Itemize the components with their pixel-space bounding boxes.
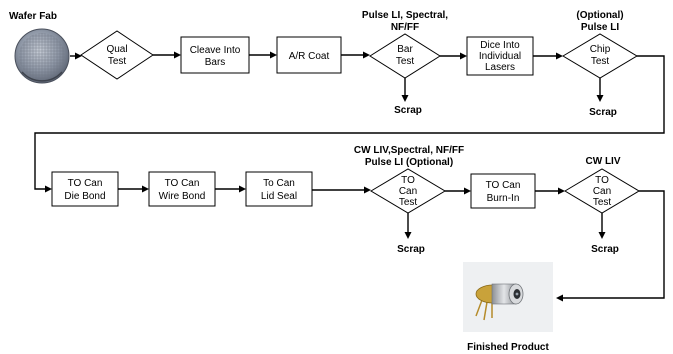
row2-connectors [118,185,665,302]
can-test2-annotation: CW LIV [586,156,621,167]
dice-line1: Dice Into [480,40,520,51]
chip-test-annotation-line1: (Optional) [576,10,623,21]
ar-coat-step: A/R Coat [276,36,342,74]
bar-test-scrap-label: Scrap [394,105,422,116]
die-bond-step: TO Can Die Bond [51,171,119,207]
burn-in-step: TO Can Burn-In [470,173,536,209]
qual-test-line1: Qual [106,44,127,55]
wafer-image [14,28,70,84]
bar-test-decision: Bar Test [369,33,441,79]
bar-test-annotation-line2: NF/FF [391,22,419,33]
can-test2-line2: Can [593,186,611,197]
can-test2-line1: TO [595,175,609,186]
bar-test-annotation-line1: Pulse LI, Spectral, [362,10,448,21]
burn-in-line2: Burn-In [487,193,520,204]
finished-product-image [463,262,553,332]
chip-test-line2: Test [591,56,610,67]
qual-test-line2: Test [108,56,127,67]
can-test1-scrap-label: Scrap [397,244,425,255]
wire-bond-step: TO Can Wire Bond [148,171,216,207]
cleave-into-bars-step: Cleave Into Bars [180,36,250,74]
finished-product-label: Finished Product [467,342,549,353]
die-bond-line1: TO Can [68,178,103,189]
can-test1-annotation-line1: CW LIV,Spectral, NF/FF [354,145,464,156]
chip-test-annotation-line2: Pulse LI [581,22,620,33]
to-can-test-decision-2: TO Can Test [564,168,640,214]
chip-test-decision: Chip Test [562,33,638,79]
wire-bond-line2: Wire Bond [159,191,206,202]
lid-seal-line2: Lid Seal [261,191,297,202]
cleave-line2: Bars [205,57,226,68]
dice-into-lasers-step: Dice Into Individual Lasers [466,36,534,76]
row1-connectors [34,51,665,193]
lid-seal-step: To Can Lid Seal [245,171,313,207]
dice-line3: Lasers [485,62,515,73]
wafer-fab-label: Wafer Fab [9,11,57,22]
can-test2-line3: Test [593,197,612,208]
can-test1-annotation-line2: Pulse LI (Optional) [365,157,453,168]
can-test1-line3: Test [399,197,418,208]
bar-test-line1: Bar [397,44,413,55]
burn-in-line1: TO Can [486,180,521,191]
chip-test-line1: Chip [590,44,611,55]
dice-line2: Individual [479,51,521,62]
wire-bond-line1: TO Can [165,178,200,189]
can-test1-line1: TO [401,175,415,186]
to-can-test-decision-1: TO Can Test [370,168,446,214]
qual-test-decision: Qual Test [80,30,154,80]
lid-seal-line1: To Can [263,178,295,189]
can-test1-line2: Can [399,186,417,197]
chip-test-scrap-label: Scrap [589,107,617,118]
bar-test-line2: Test [396,56,415,67]
can-test2-scrap-label: Scrap [591,244,619,255]
die-bond-line2: Die Bond [64,191,105,202]
cleave-line1: Cleave Into [190,45,241,56]
ar-coat-label: A/R Coat [289,51,330,62]
